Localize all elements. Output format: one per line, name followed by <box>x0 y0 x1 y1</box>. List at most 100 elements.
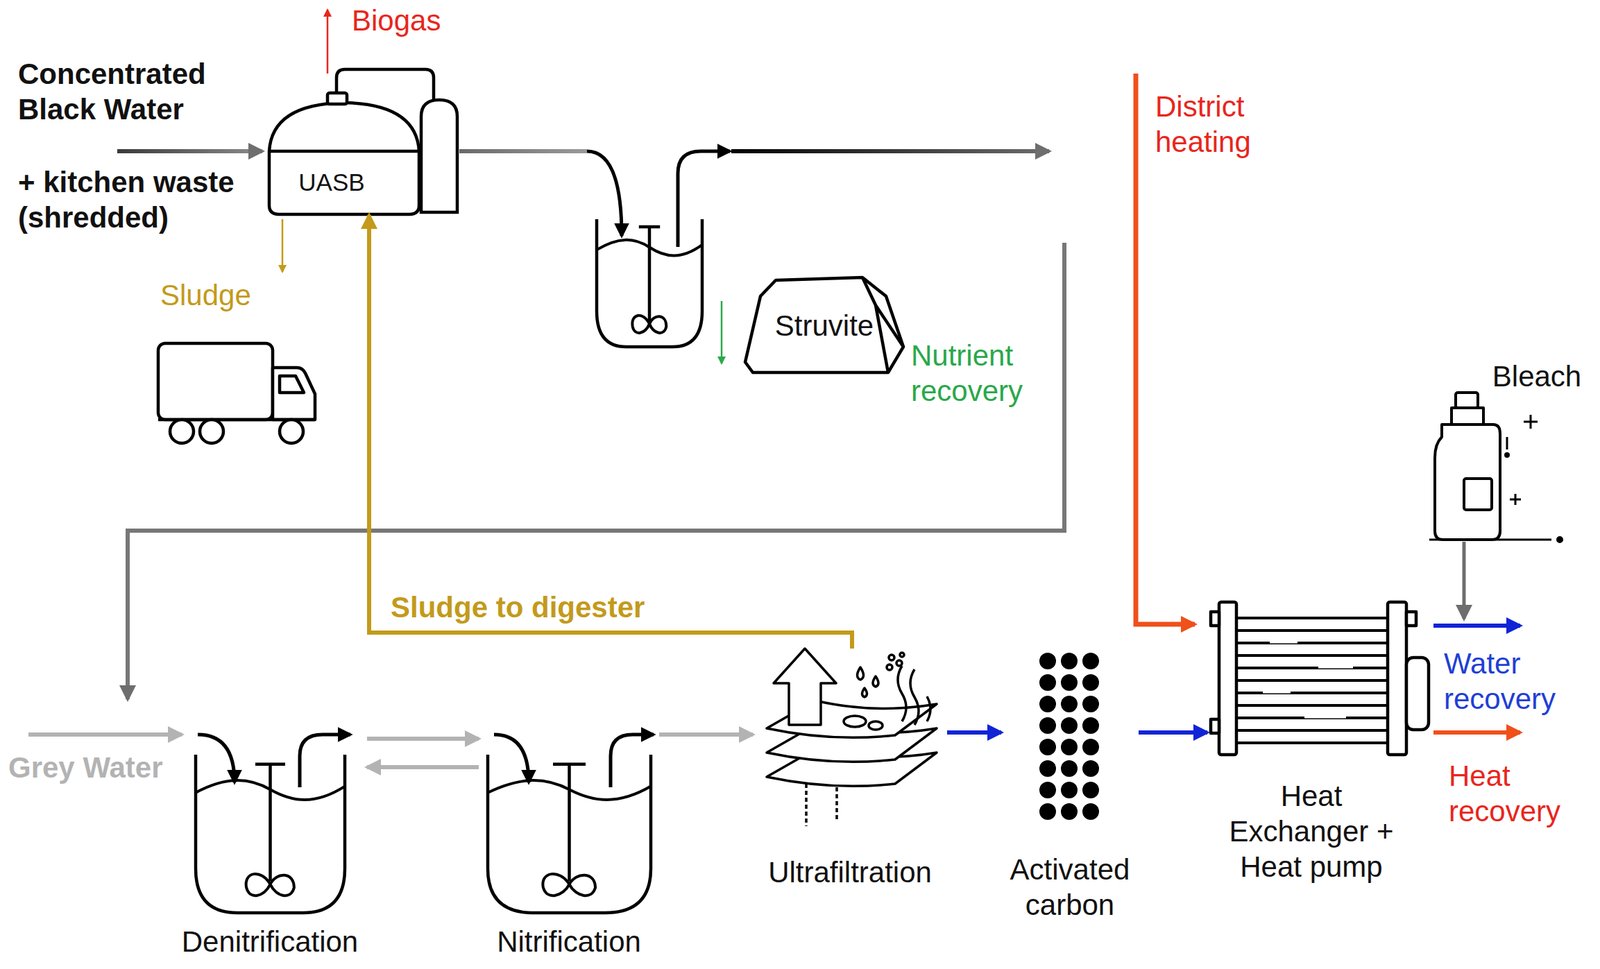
truck-icon <box>158 343 273 420</box>
bleach-bottle <box>1557 537 1562 542</box>
struvite-arrow <box>720 301 723 364</box>
biogas-arrow <box>327 9 329 74</box>
output-label: Biogas <box>351 2 441 39</box>
bleach-bottle <box>1429 539 1552 542</box>
feed-arrow <box>117 151 263 152</box>
bleach-box: Bleach <box>1429 357 1589 545</box>
denitrification-tank <box>195 754 345 914</box>
activated-carbon-bed <box>1082 738 1100 756</box>
flow-connector <box>659 732 753 737</box>
biogas-arrow <box>326 9 329 74</box>
ultrafiltration-icon <box>897 666 931 726</box>
sludge-arrow <box>282 219 284 272</box>
truck-icon <box>272 367 316 420</box>
activated-carbon-bed <box>1060 738 1078 756</box>
digester-box: UASB <box>267 90 458 216</box>
uasb-reactor <box>327 92 347 105</box>
bleach-bottle <box>1429 392 1562 542</box>
activated-carbon-bed <box>1039 674 1057 692</box>
bleach-bottle <box>1505 453 1509 457</box>
input-label: District heating <box>1155 88 1308 160</box>
bleach-bottle <box>1451 407 1484 425</box>
bleach-bottle <box>1455 392 1478 408</box>
denitrification-tank <box>197 734 235 783</box>
activated-carbon-bed <box>1039 652 1057 670</box>
activated-carbon-bed <box>1082 695 1100 713</box>
flow-connector <box>947 730 1002 735</box>
flow-connector <box>367 736 479 742</box>
grey-water-arrow <box>28 732 182 737</box>
denitrification-tank <box>195 734 351 914</box>
grey-water-arrow <box>28 734 182 736</box>
nitrification-tank <box>494 734 529 783</box>
activated-carbon-bed <box>1082 674 1100 692</box>
truck-icon <box>279 376 304 393</box>
uasb-reactor <box>269 149 420 154</box>
activated-carbon-bed <box>1060 695 1078 713</box>
activated-carbon-bed <box>1039 695 1057 713</box>
node-label: Ultrafiltration <box>768 854 932 891</box>
node-label: Struvite <box>775 308 874 344</box>
activated-carbon-bed <box>1039 803 1057 821</box>
activated-carbon-bed <box>1060 760 1078 778</box>
transfer-arrow <box>459 149 587 154</box>
bleach-dosing-arrow <box>1462 541 1467 619</box>
heat-exchanger-icon <box>1262 641 1353 717</box>
node-label: Denitrification <box>181 924 359 960</box>
water-recovery-arrow <box>1433 625 1521 627</box>
node-label: Nitrification <box>496 924 642 960</box>
uasb-reactor <box>336 69 434 102</box>
activated-carbon-bed <box>1060 717 1078 735</box>
struvite-reactor <box>677 151 730 248</box>
activated-carbon-bed <box>1039 738 1057 756</box>
node-label: Bleach <box>1492 358 1582 395</box>
bleach-bottle <box>1464 478 1492 510</box>
ultrafiltration-icon <box>766 648 937 827</box>
ultrafiltration-icon <box>843 716 866 728</box>
uasb-reactor <box>269 69 458 215</box>
ultrafiltration-icon <box>886 664 893 671</box>
heat-exchanger-icon <box>1236 610 1388 747</box>
ultrafiltration-icon <box>888 654 895 661</box>
heat-exchanger-icon <box>1387 602 1407 755</box>
heat-exchanger-icon <box>1406 657 1429 730</box>
struvite-crystal <box>745 277 904 373</box>
ultrafiltration-box: Ultrafiltration <box>752 648 948 893</box>
activated-carbon-bed <box>1039 652 1100 821</box>
truck-icon <box>169 419 194 444</box>
heat-recovery-arrow <box>1433 732 1521 734</box>
ultrafiltration-icon <box>896 660 902 667</box>
activated-carbon-bed <box>1082 652 1100 670</box>
nitrification-tank <box>610 734 654 788</box>
struvite-arrow <box>721 301 723 364</box>
activated-carbon-bed <box>1039 781 1057 799</box>
truck-icon <box>199 419 224 444</box>
heat-exchanger-box: Heat Exchanger + Heat pump <box>1207 602 1416 887</box>
heat-exchanger-icon <box>1219 602 1237 755</box>
ultrafiltration-icon <box>868 721 883 730</box>
activated-carbon-bed <box>1082 803 1100 821</box>
connector-label: Sludge to digester <box>387 589 648 626</box>
ultrafiltration-icon <box>899 652 905 658</box>
inflow-label: + kitchen waste (shredded) <box>18 164 248 236</box>
activated-carbon-bed <box>1082 760 1100 778</box>
flow-connector <box>367 765 479 770</box>
activated-carbon-box: Activated carbon <box>1001 648 1139 927</box>
activated-carbon-bed <box>1082 781 1100 799</box>
inflow-label: Concentrated Black Water <box>18 56 248 127</box>
bleach-bottle <box>1507 414 1538 506</box>
output-label: Nutrient recovery <box>911 337 1064 409</box>
heat-exchanger-icon <box>1406 611 1417 626</box>
bleach-bottle <box>1434 424 1501 540</box>
uasb-reactor <box>269 102 420 215</box>
inflow-label: Grey Water <box>8 750 164 786</box>
struvite-reactor <box>596 219 703 347</box>
denitrification-tank <box>299 734 351 788</box>
node-label: Heat Exchanger + Heat pump <box>1224 778 1399 886</box>
denitrification-box: Denitrification <box>172 721 368 966</box>
nitrification-tank <box>487 734 654 914</box>
heat-recovery-arrow <box>1433 730 1521 735</box>
activated-carbon-bed <box>1039 717 1057 735</box>
uasb-reactor <box>421 99 458 213</box>
